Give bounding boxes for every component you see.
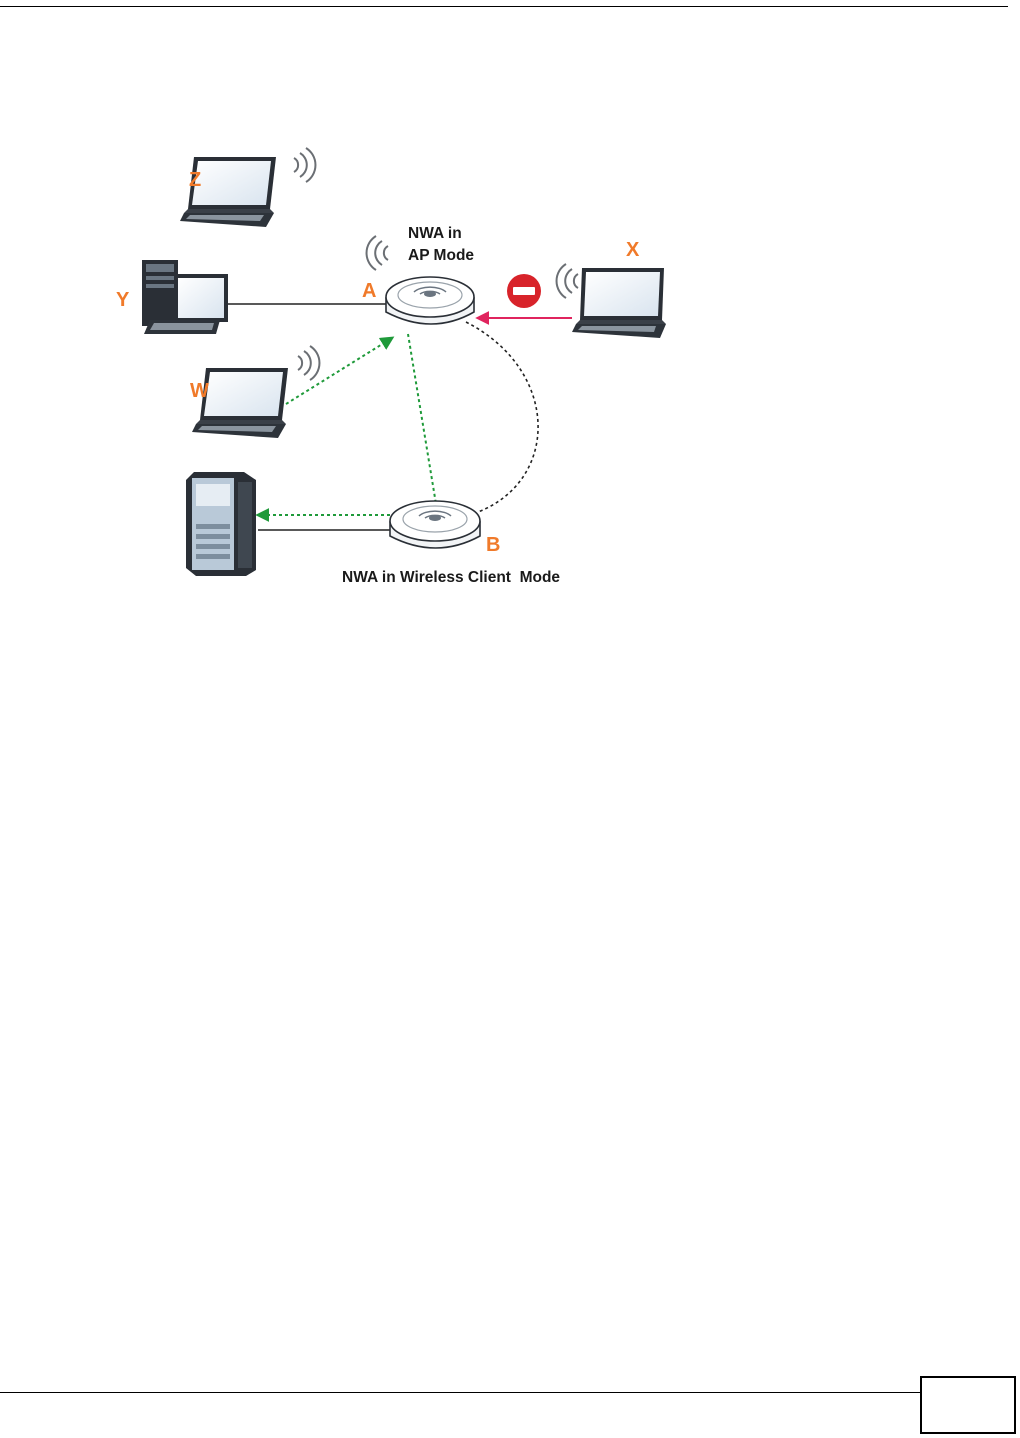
wifi-signal-icon xyxy=(367,236,388,270)
network-diagram: Z Y W X A B NWA in AP Mode NWA in Wirele… xyxy=(0,0,1020,620)
label-b: B xyxy=(486,534,500,556)
ap-mode-caption-line-1: NWA in xyxy=(408,225,462,242)
laptop-z-icon xyxy=(180,157,276,227)
ap-mode-caption-line-2: AP Mode xyxy=(408,247,474,264)
wifi-signal-icon xyxy=(294,148,315,182)
label-a: A xyxy=(362,280,376,302)
wds-link-a-to-b xyxy=(466,322,538,512)
laptop-x-icon xyxy=(572,268,666,338)
wireless-link-w-to-a xyxy=(286,338,392,404)
wireless-link-a-to-b xyxy=(408,334,436,504)
label-w: W xyxy=(190,380,209,402)
label-z: Z xyxy=(189,169,201,191)
laptop-w-icon xyxy=(192,368,288,438)
label-x: X xyxy=(626,239,640,261)
access-point-b-icon xyxy=(390,501,480,548)
wifi-signal-icon xyxy=(298,346,319,380)
page-number-box xyxy=(920,1376,1016,1434)
access-point-a-icon xyxy=(386,277,474,324)
server-icon xyxy=(186,472,256,576)
footer-rule xyxy=(0,1392,1016,1393)
no-entry-icon xyxy=(507,274,541,308)
label-y: Y xyxy=(116,289,130,311)
wifi-signal-icon xyxy=(557,264,578,298)
desktop-y-icon xyxy=(142,260,228,334)
client-mode-caption: NWA in Wireless Client Mode xyxy=(342,569,560,586)
